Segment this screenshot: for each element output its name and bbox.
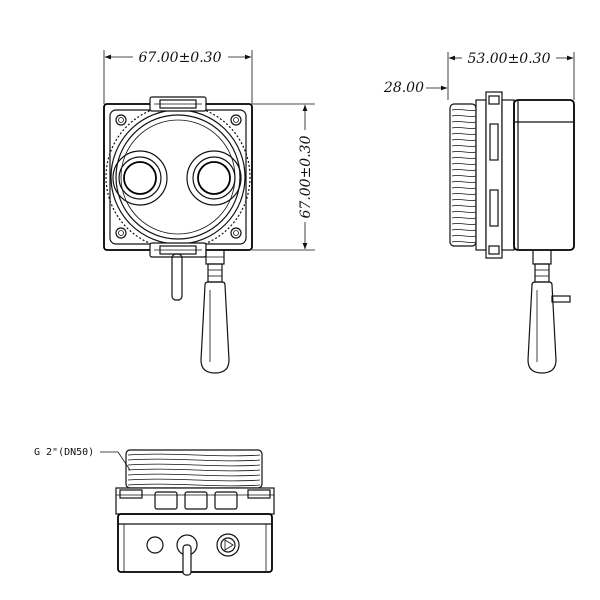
- side-thread: [449, 103, 477, 247]
- side-offset-dimension: 28.00: [383, 80, 448, 96]
- side-width-label: 53.00±0.30: [468, 51, 551, 67]
- bottom-clip: [149, 242, 207, 258]
- front-antenna: [200, 249, 230, 374]
- front-height-label: 67.00±0.30: [298, 135, 314, 218]
- front-view: 67.00±0.30 67.00±0.30: [103, 50, 315, 374]
- front-width-dimension: 67.00±0.30: [104, 50, 252, 66]
- port-left: [146, 536, 164, 554]
- front-width-label: 67.00±0.30: [139, 50, 222, 66]
- left-lens: [112, 150, 168, 206]
- center-pin: [182, 544, 192, 576]
- side-offset-label: 28.00: [383, 80, 424, 96]
- thread-note: G 2"(DN50): [34, 447, 94, 458]
- threaded-ring: [105, 104, 251, 250]
- top-clip: [149, 96, 207, 112]
- corner-screws: [115, 114, 242, 239]
- port-right: [216, 533, 240, 557]
- thread-callout: G 2"(DN50): [34, 447, 131, 471]
- bottom-housing: [117, 513, 273, 573]
- rear-pin: [171, 253, 183, 301]
- right-lens: [186, 150, 242, 206]
- side-enclosure: [513, 99, 575, 251]
- front-height-dimension: 67.00±0.30: [298, 104, 314, 250]
- side-antenna: [527, 249, 571, 374]
- bottom-thread: [125, 449, 263, 489]
- bottom-clip-band: [115, 487, 275, 515]
- side-view: 53.00±0.30 28.00: [383, 51, 575, 374]
- side-width-dimension: 53.00±0.30: [448, 51, 574, 67]
- side-clip: [475, 91, 515, 259]
- bottom-ports: [146, 533, 240, 576]
- bottom-view: G 2"(DN50): [34, 447, 275, 576]
